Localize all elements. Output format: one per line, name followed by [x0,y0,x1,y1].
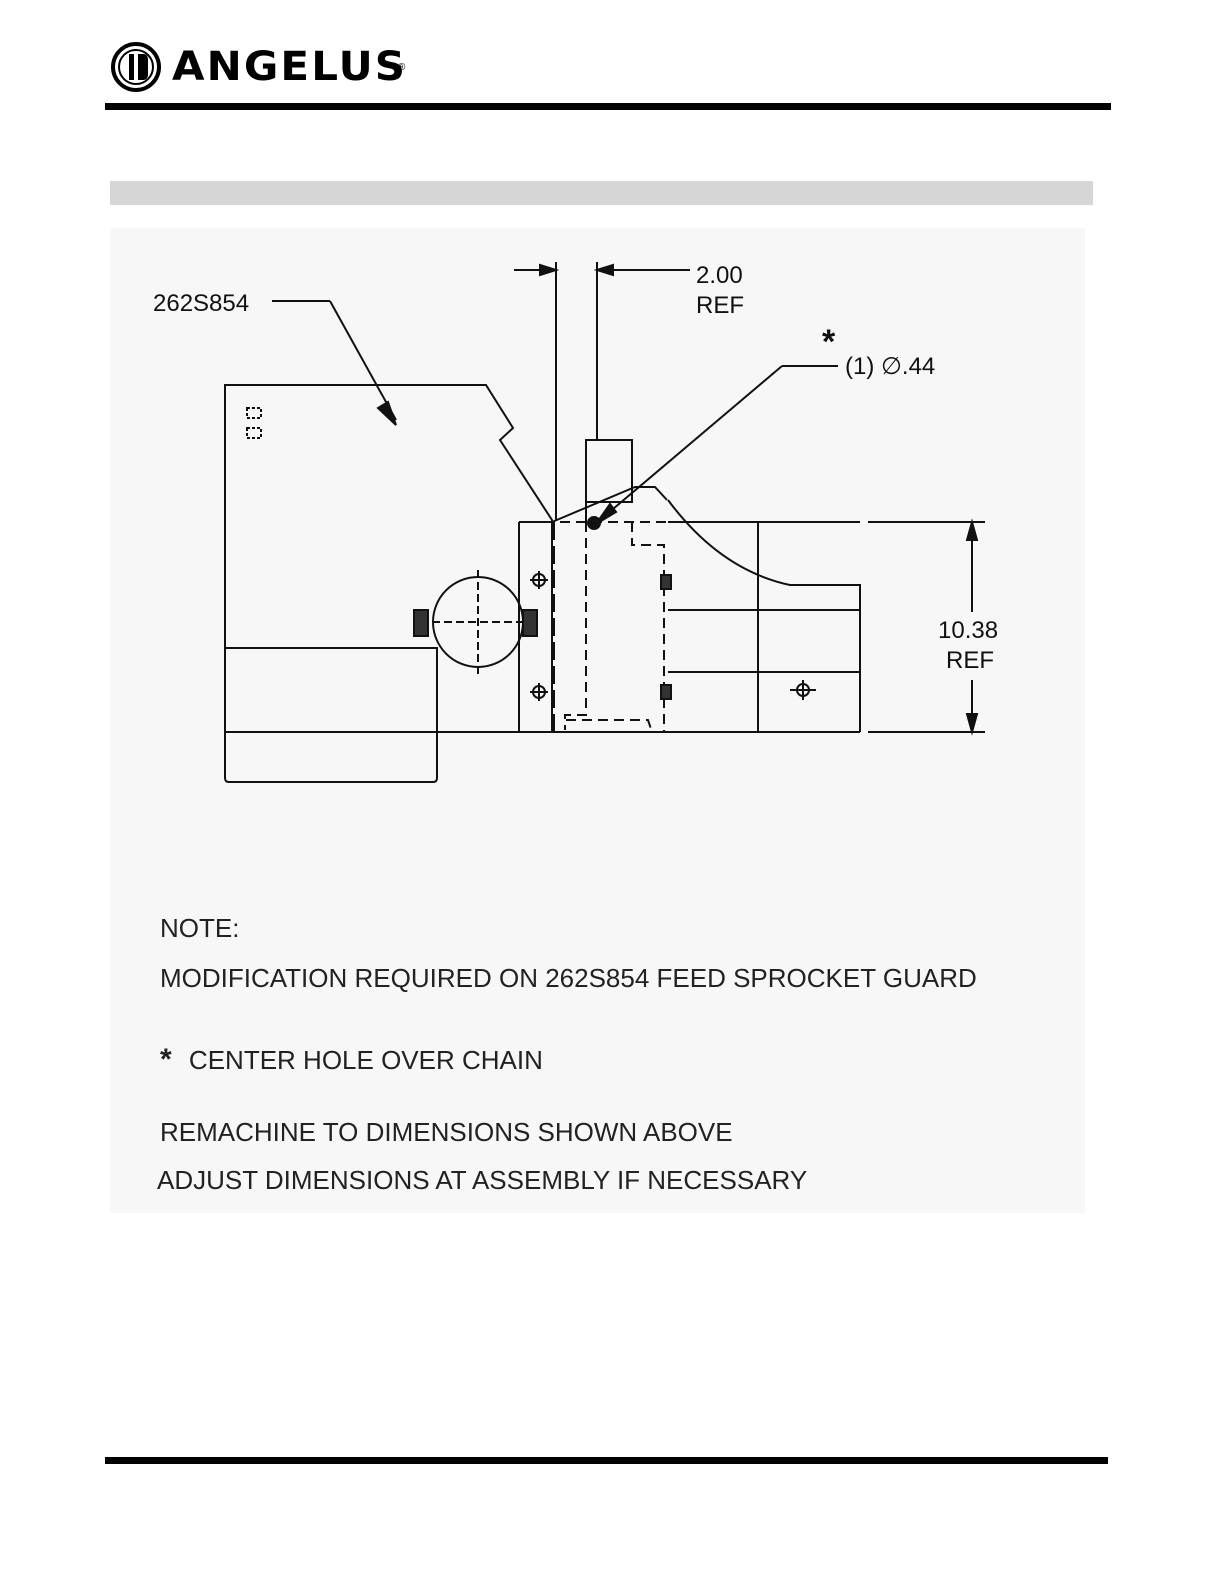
sprocket-guard-outline [225,385,552,732]
angelus-logo-icon [110,41,162,93]
dim-right-value: 10.38 [938,617,998,644]
dim-top-value: 2.00 [696,262,743,289]
note-asterisk: * [160,1043,172,1076]
hole-asterisk: * [822,323,836,361]
top-divider [105,103,1111,110]
bottom-divider [105,1457,1108,1464]
brand-logo: ANGELUS ® [110,38,405,96]
note-line-center-hole: * CENTER HOLE OVER CHAIN [160,1043,543,1077]
part-number-callout: 262S854 [153,290,249,317]
hole-callout: (1) ∅.44 [845,353,935,380]
note-center-hole-text: CENTER HOLE OVER CHAIN [189,1045,543,1075]
dim-right-ref: REF [946,647,994,674]
notes-heading: NOTE: [160,913,239,944]
section-title-bar [110,181,1093,205]
guard-base [225,732,437,782]
note-line-remachine: REMACHINE TO DIMENSIONS SHOWN ABOVE [160,1117,733,1148]
note-line-adjust: ADJUST DIMENSIONS AT ASSEMBLY IF NECESSA… [157,1165,807,1196]
note-line-modification: MODIFICATION REQUIRED ON 262S854 FEED SP… [160,963,977,994]
brand-name: ANGELUS [172,44,407,90]
dim-top-ref: REF [696,292,744,319]
